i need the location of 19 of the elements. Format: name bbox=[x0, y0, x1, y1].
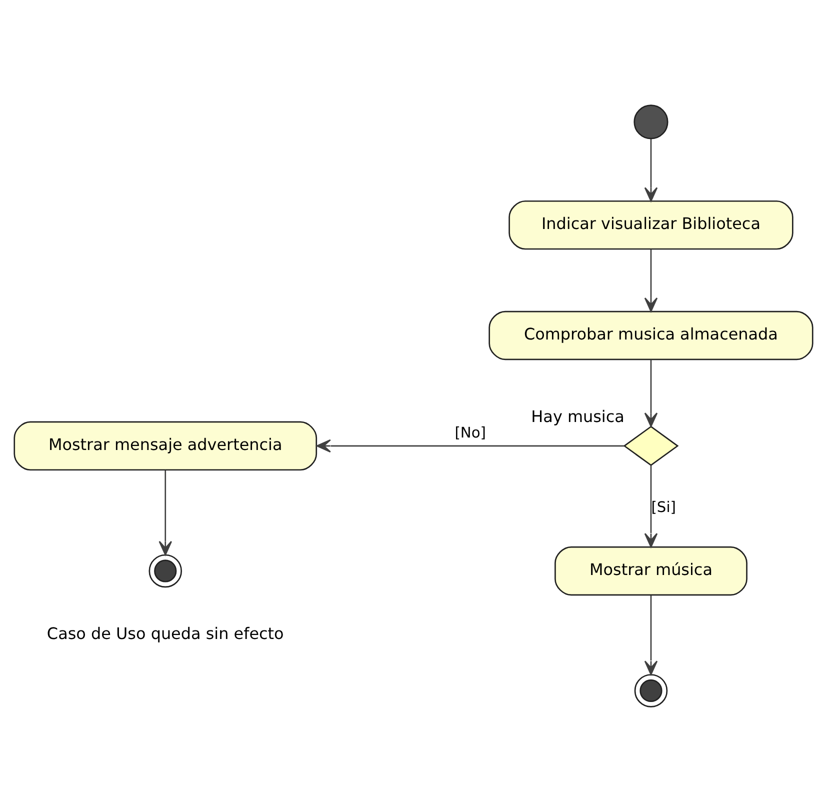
arrow bbox=[644, 595, 658, 676]
node-box: Mostrar mensaje advertencia bbox=[13, 421, 317, 471]
arrow bbox=[316, 439, 624, 453]
arrow bbox=[644, 360, 658, 428]
node-box: Comprobar musica almacenada bbox=[488, 310, 813, 360]
node-circle bbox=[633, 104, 668, 140]
node-label: Caso de Uso queda sin efecto bbox=[46, 624, 284, 643]
edge-label: [No] bbox=[454, 424, 486, 442]
node-circle bbox=[148, 554, 182, 588]
node-diamond bbox=[622, 426, 678, 466]
arrow bbox=[644, 249, 658, 312]
arrow bbox=[644, 138, 658, 202]
edge-label: [Si] bbox=[650, 499, 676, 516]
node-box: Mostrar música bbox=[554, 546, 747, 596]
node-label: Hay musica bbox=[530, 407, 624, 426]
arrow bbox=[158, 470, 172, 556]
arrow bbox=[644, 465, 658, 548]
node-circle bbox=[634, 674, 668, 708]
node-box: Indicar visualizar Biblioteca bbox=[508, 200, 793, 250]
